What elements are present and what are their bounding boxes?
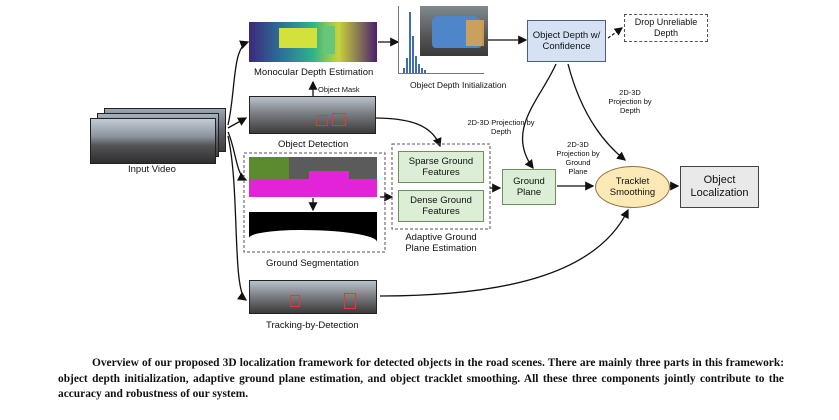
sparse-ground-label: Sparse Ground Features	[408, 156, 474, 178]
depth-map-image	[249, 22, 377, 62]
tracking-label: Tracking-by-Detection	[266, 320, 359, 331]
car-image	[420, 6, 488, 56]
drop-unreliable-box: Drop Unreliable Depth	[624, 14, 708, 42]
object-depth-confidence-label: Object Depth w/ Confidence	[532, 30, 601, 52]
arrow-to-tracking	[227, 135, 248, 301]
dense-ground-box: Dense Ground Features	[398, 190, 484, 222]
object-localization-box: Object Localization	[680, 166, 759, 208]
edge-label-proj-depth-left: 2D-3D Projection by Depth	[467, 118, 535, 136]
arrow-to-depth	[227, 40, 250, 126]
drop-unreliable-label: Drop Unreliable Depth	[634, 17, 698, 38]
ground-segmentation-label: Ground Segmentation	[266, 258, 359, 269]
tracklet-smoothing-label: Tracklet Smoothing	[609, 176, 656, 198]
arrow-tracking-to-tracklet	[379, 208, 629, 297]
arrow-to-segmentation	[227, 131, 248, 181]
object-localization-label: Object Localization	[690, 174, 749, 199]
tracking-image	[249, 280, 377, 314]
figure-caption: Overview of our proposed 3D localization…	[58, 357, 784, 400]
monocular-depth-label: Monocular Depth Estimation	[254, 67, 374, 78]
edge-label-proj-ground-plane: 2D-3D Projection by Ground Plane	[556, 140, 600, 176]
ground-plane-label: Ground Plane	[513, 176, 545, 198]
arrow-to-drop	[607, 27, 623, 39]
ground-plane-box: Ground Plane	[502, 169, 556, 205]
input-video-label: Input Video	[128, 164, 176, 175]
adaptive-group	[391, 143, 491, 230]
object-mask-label: Object Mask	[318, 85, 360, 94]
edge-label-proj-depth-right: 2D-3D Projection by Depth	[608, 88, 652, 115]
sparse-ground-box: Sparse Ground Features	[398, 151, 484, 183]
object-detection-image	[249, 96, 376, 134]
object-depth-init-label: Object Depth Initialization	[410, 80, 507, 90]
arrow-detection-to-sparse	[373, 117, 442, 148]
arrow-to-detection	[227, 117, 248, 129]
object-detection-label: Object Detection	[278, 139, 349, 150]
ground-mask-image	[249, 212, 377, 250]
connector-layer	[227, 27, 680, 301]
adaptive-ground-label: Adaptive Ground Plane Estimation	[405, 232, 477, 254]
arrow-depthconf-to-tracklet	[567, 63, 627, 161]
depth-histogram	[398, 6, 484, 74]
segmentation-image	[249, 157, 377, 197]
segmentation-group	[243, 152, 386, 253]
arrow-depthconf-to-plane	[521, 63, 557, 170]
tracklet-smoothing-box: Tracklet Smoothing	[595, 166, 670, 208]
dense-ground-label: Dense Ground Features	[410, 195, 472, 217]
object-depth-confidence-box: Object Depth w/ Confidence	[527, 20, 606, 62]
